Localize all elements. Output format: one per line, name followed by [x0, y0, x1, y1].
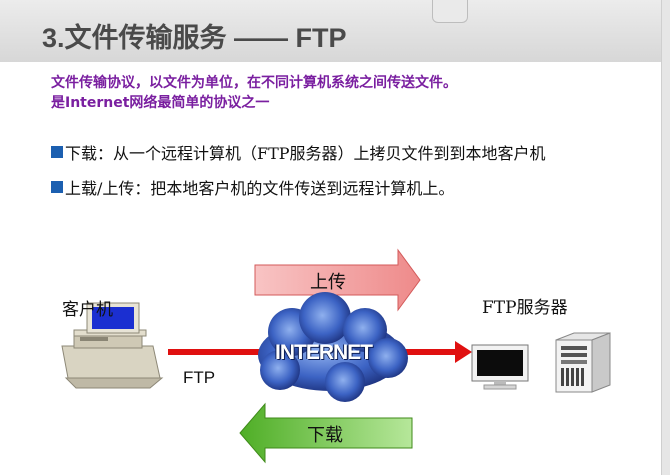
protocol-label: FTP	[183, 368, 215, 388]
internet-label: INTERNET	[275, 341, 372, 365]
monitor-icon	[472, 345, 528, 389]
download-label: 下载	[307, 421, 343, 447]
server-tower-icon	[556, 333, 610, 392]
connection-arrowhead	[455, 341, 472, 363]
upload-label: 上传	[310, 268, 346, 294]
client-label: 客户机	[62, 295, 113, 320]
server-label: FTP服务器	[482, 293, 568, 318]
